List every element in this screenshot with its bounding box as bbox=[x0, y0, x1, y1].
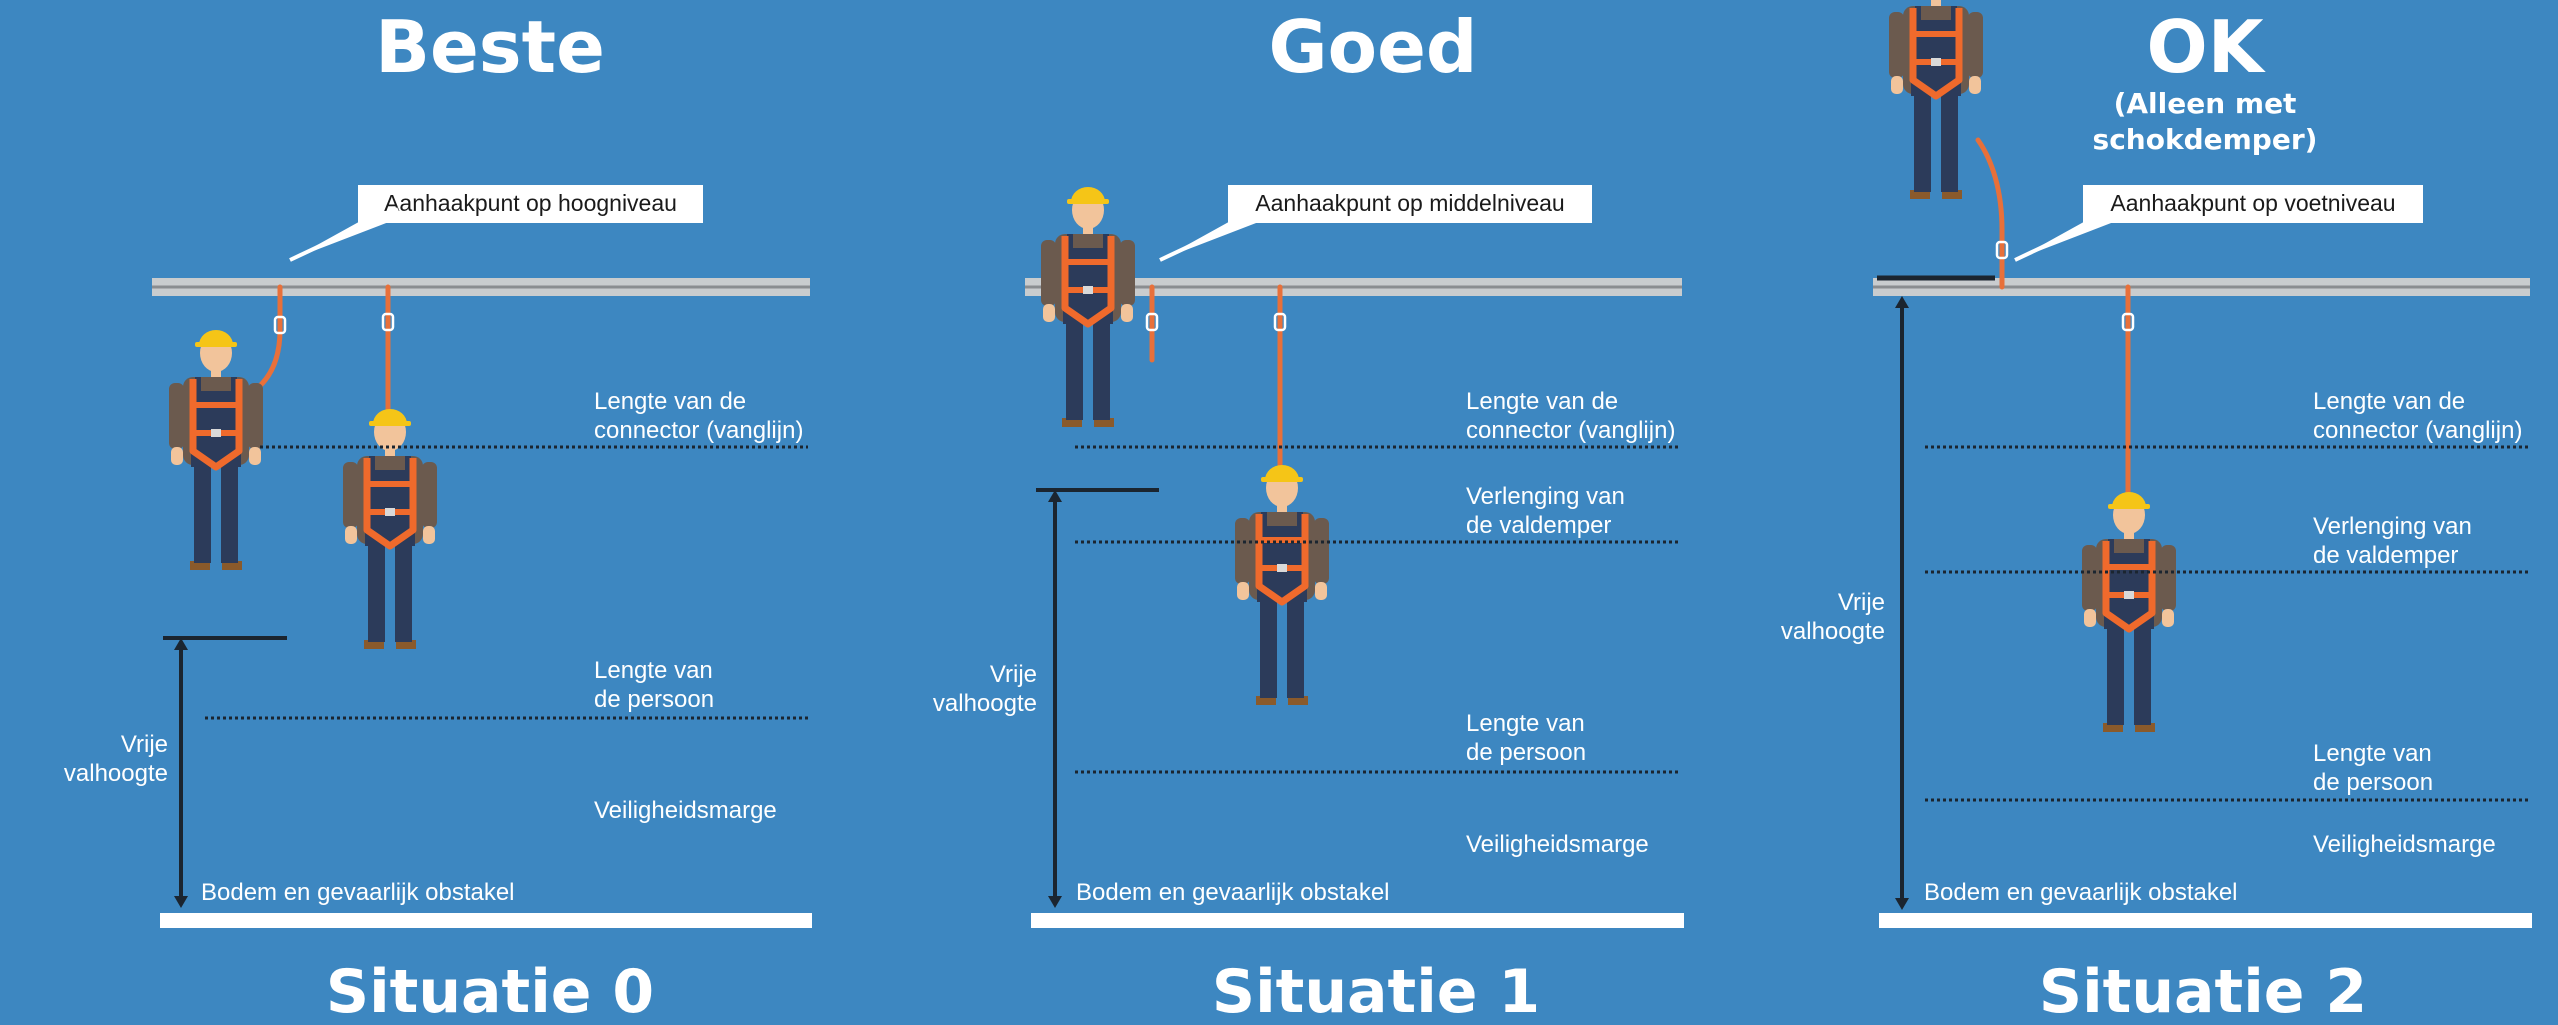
lanyard-clip bbox=[273, 315, 287, 335]
worker-fallen bbox=[1235, 465, 1329, 705]
ground-label: Bodem en gevaarlijk obstakel bbox=[1924, 879, 2238, 906]
anchor-callout-arrow bbox=[289, 207, 399, 262]
safety-margin-label: Veiligheidsmarge bbox=[2313, 831, 2496, 858]
lanyard-clip bbox=[1145, 312, 1159, 332]
ground-label: Bodem en gevaarlijk obstakel bbox=[201, 879, 515, 906]
lanyard-clip bbox=[2121, 312, 2135, 332]
free-fall-arrow-head-top bbox=[1048, 490, 1062, 502]
lanyard-clip bbox=[1995, 240, 2009, 260]
lanyard-clip bbox=[1273, 312, 1287, 332]
rating-title: OK bbox=[2147, 5, 2266, 89]
safety-margin-label: Veiligheidsmarge bbox=[594, 797, 777, 824]
rating-title: Beste bbox=[375, 5, 605, 89]
safety-margin-label: Veiligheidsmarge bbox=[1466, 831, 1649, 858]
free-fall-arrow-head-bottom bbox=[1895, 898, 1909, 910]
situation-title: Situatie 0 bbox=[326, 957, 654, 1025]
anchor-callout-box bbox=[1228, 185, 1592, 223]
free-fall-arrow-head-bottom bbox=[174, 896, 188, 908]
rating-title: Goed bbox=[1269, 5, 1478, 89]
lanyard-worker-standing bbox=[1975, 137, 2005, 290]
worker-fallen bbox=[343, 409, 437, 649]
anchor-callout-label: Aanhaakpunt op middelniveau bbox=[1255, 190, 1564, 216]
free-fall-arrow-head-bottom bbox=[1048, 896, 1062, 908]
worker-fallen bbox=[2082, 492, 2176, 732]
ground-bar bbox=[1879, 913, 2532, 928]
anchor-callout-arrow bbox=[1159, 207, 1269, 262]
situation-title: Situatie 2 bbox=[2039, 957, 2367, 1025]
anchor-callout-label: Aanhaakpunt op voetniveau bbox=[2110, 190, 2395, 216]
ground-bar bbox=[1031, 913, 1684, 928]
ground-label: Bodem en gevaarlijk obstakel bbox=[1076, 879, 1390, 906]
anchor-callout-arrow bbox=[2014, 207, 2124, 262]
worker-standing bbox=[1889, 0, 1983, 199]
worker-standing bbox=[1041, 187, 1135, 427]
anchor-callout-box bbox=[2083, 185, 2423, 223]
situation-title: Situatie 1 bbox=[1212, 957, 1540, 1025]
anchor-callout-box bbox=[358, 185, 703, 223]
free-fall-arrow-head-top bbox=[1895, 296, 1909, 308]
worker-standing bbox=[169, 330, 263, 570]
lanyard-clip bbox=[381, 312, 395, 332]
ground-bar bbox=[160, 913, 812, 928]
anchor-callout-label: Aanhaakpunt op hoogniveau bbox=[384, 190, 677, 216]
free-fall-arrow-head-top bbox=[174, 638, 188, 650]
